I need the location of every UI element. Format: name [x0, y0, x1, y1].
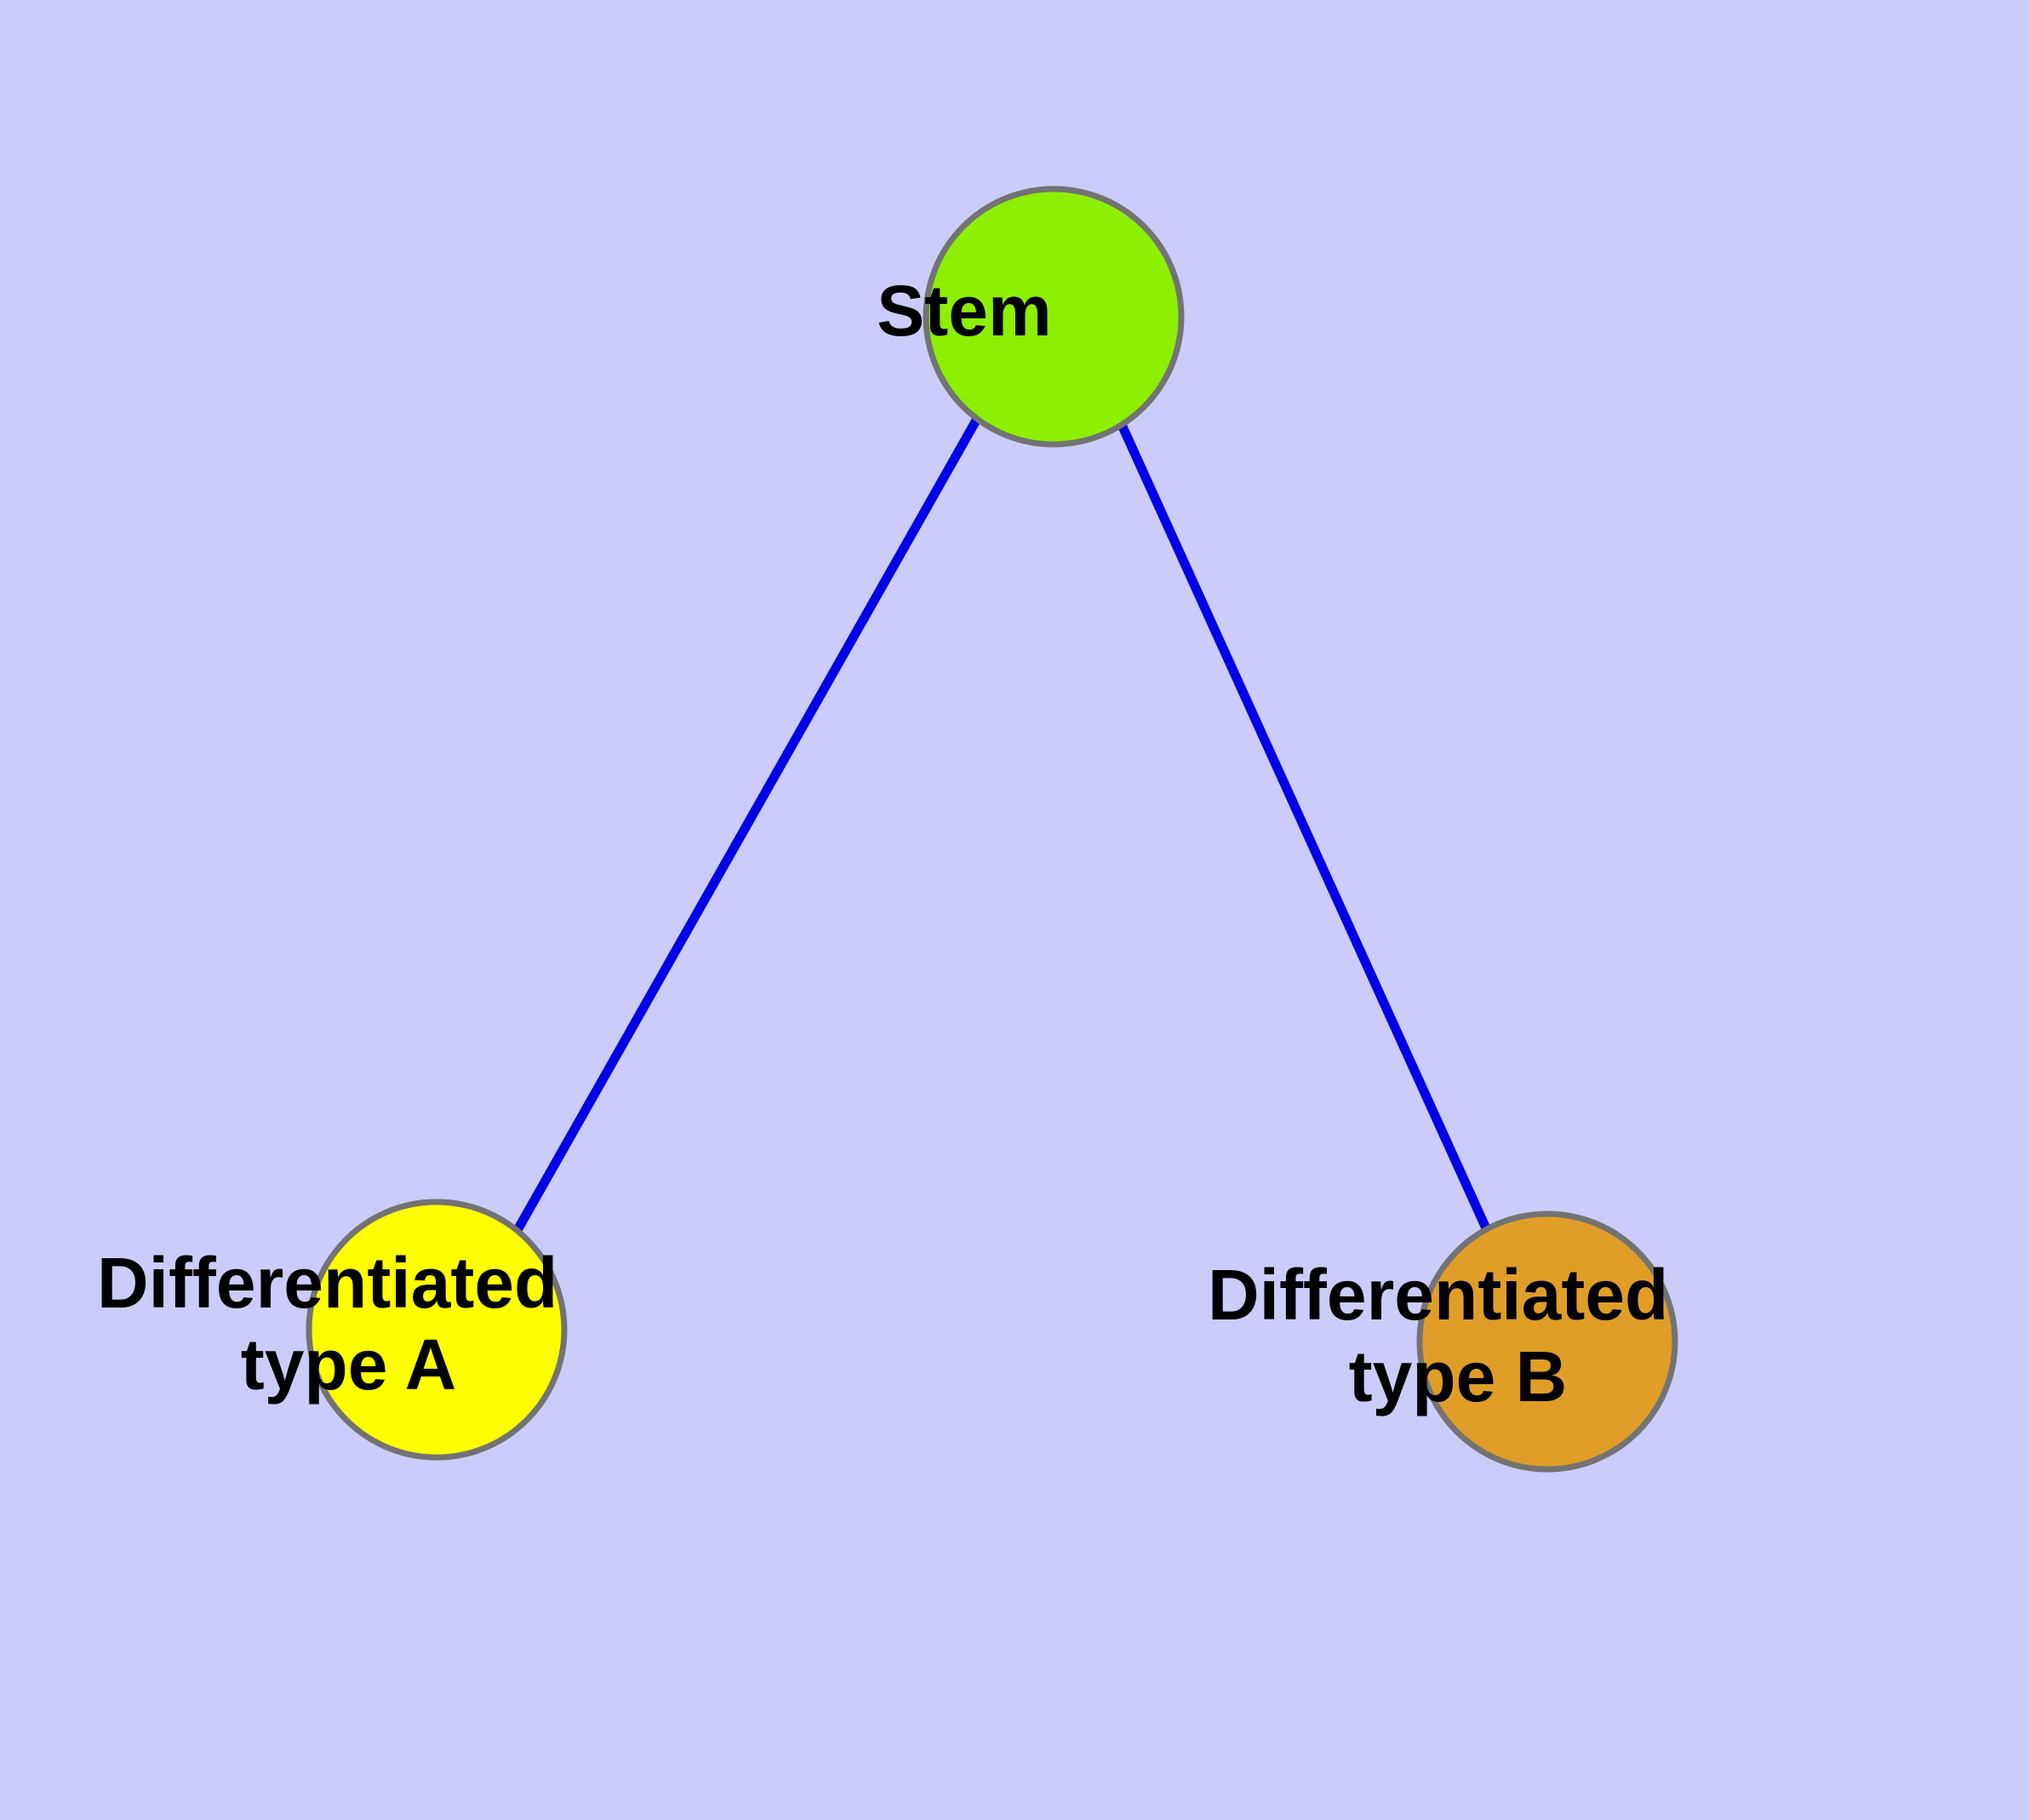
node-differentiated-type-a-label-line-1: Differentiated: [97, 1243, 557, 1323]
node-differentiated-type-a-circle[interactable]: [306, 1199, 568, 1461]
node-differentiated-type-a-label-line-2: type A: [241, 1325, 455, 1405]
node-differentiated-type-b-label-line-1: Differentiated: [1208, 1255, 1668, 1335]
node-differentiated-type-b-label: Differentiated type B: [1208, 1255, 1887, 1417]
node-layer: Stem Differentiated type A Differentiate…: [97, 186, 1887, 1473]
node-differentiated-type-b-circle[interactable]: [1416, 1210, 1678, 1473]
edge-stem-to-differentiated-type-b[interactable]: [1112, 413, 1496, 1242]
node-differentiated-type-b-label-line-2: type B: [1349, 1336, 1568, 1417]
node-stem-circle[interactable]: [923, 186, 1185, 448]
node-stem[interactable]: Stem: [877, 186, 1230, 448]
node-stem-label-line-1: Stem: [877, 271, 1051, 351]
node-differentiated-type-a-label: Differentiated type A: [97, 1243, 776, 1405]
node-differentiated-type-b[interactable]: Differentiated type B: [1208, 1210, 1887, 1473]
edge-layer: [510, 413, 1496, 1242]
node-stem-label: Stem: [877, 271, 1230, 351]
node-differentiated-type-a[interactable]: Differentiated type A: [97, 1199, 776, 1461]
edge-stem-to-differentiated-type-a[interactable]: [510, 416, 981, 1239]
